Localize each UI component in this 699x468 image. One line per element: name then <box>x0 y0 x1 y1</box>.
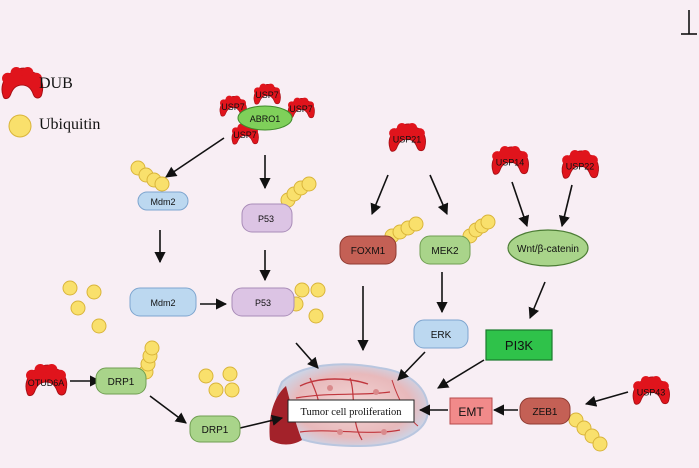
p53-mid-label: P53 <box>255 298 271 308</box>
arrows <box>70 137 629 429</box>
inhibition-symbol-icon <box>681 10 697 35</box>
mek2-label: MEK2 <box>431 246 459 257</box>
foxm1-label: FOXM1 <box>351 246 386 257</box>
free-ubiquitin-icon <box>310 282 326 298</box>
usp7-b-icon: USP7 <box>253 83 281 105</box>
usp22-label: USP22 <box>566 162 595 172</box>
ubiquitin-chain-icon <box>154 176 170 192</box>
usp7-b-label: USP7 <box>255 90 279 100</box>
arrow-usp43-to-zeb1 <box>584 391 629 407</box>
arrow-abro1-to-mdm2 <box>165 137 225 178</box>
p53-mid-node <box>231 287 295 317</box>
arrow-usp22-to-wnt <box>558 184 573 228</box>
usp43-icon: USP43 <box>632 376 670 405</box>
tumor-proliferation-box <box>287 399 415 423</box>
free-ubiquitin-icon <box>224 382 240 398</box>
legend-ubiquitin-label: Ubiquitin <box>39 116 100 133</box>
arrow-wnt-to-pi3k <box>528 281 546 320</box>
usp21-icon: USP21 <box>388 123 426 152</box>
free-ubiquitin-icon <box>294 282 310 298</box>
arrow-p53-to-proliferation <box>295 342 319 369</box>
free-ubiquitin-icon <box>222 366 238 382</box>
free-ubiquitin-icon <box>91 318 107 334</box>
erk-label: ERK <box>431 330 452 341</box>
dub-legend-icon <box>1 67 44 100</box>
p53-top-label: P53 <box>258 214 274 224</box>
arrow-drp1-to-proliferation <box>239 414 284 429</box>
mdm2-mid-node <box>129 287 197 317</box>
arrow-usp21-to-foxm1 <box>370 174 389 216</box>
arrow-pi3k-to-proliferation <box>437 359 485 389</box>
erk-node <box>413 319 469 349</box>
free-ubiquitin-icon <box>198 368 214 384</box>
free-ubiquitin-icon <box>86 284 102 300</box>
foxm1-node <box>339 235 397 265</box>
mdm2-top-label: Mdm2 <box>150 197 175 207</box>
ubiquitin-chain-icon <box>408 216 424 232</box>
arrow-usp21-to-mek2 <box>429 174 449 216</box>
mdm2-mid-label: Mdm2 <box>150 298 175 308</box>
free-ubiquitin-icon <box>208 382 224 398</box>
ubiquitin-legend-icon <box>8 114 32 138</box>
usp14-icon: USP14 <box>491 146 529 175</box>
usp7-c-label: USP7 <box>289 104 313 114</box>
pi3k-label: PI3K <box>505 338 534 353</box>
drp1-top-label: DRP1 <box>108 377 135 388</box>
ubiquitin-legend-icon <box>8 114 32 138</box>
drp1-top-node <box>95 367 147 395</box>
free-ubiquitin-icon <box>62 280 78 296</box>
emt-node <box>449 397 493 425</box>
mek2-node <box>419 235 471 265</box>
drp1-bottom-node <box>189 415 241 443</box>
emt-label: EMT <box>458 405 484 419</box>
drp1-bottom-label: DRP1 <box>202 425 229 436</box>
arrow-drp1-to-drp1 <box>149 395 187 424</box>
ubiquitin-chain-icon <box>592 436 608 452</box>
arrow-erk-to-proliferation <box>397 351 426 381</box>
free-ubiquitin-icon <box>308 308 324 324</box>
ubiquitin-chain-icon <box>301 176 317 192</box>
usp14-label: USP14 <box>496 158 525 168</box>
ubiquitin-chain-icon <box>144 340 160 356</box>
arrow-usp14-to-wnt <box>511 181 530 228</box>
zeb1-label: ZEB1 <box>532 407 557 418</box>
legend: DUB Ubiquitin <box>1 67 100 138</box>
usp21-label: USP21 <box>393 135 422 145</box>
otud6a-label: OTUD6A <box>28 378 65 388</box>
abro1-node <box>237 105 293 131</box>
dub-legend-icon <box>1 67 44 100</box>
free-ubiquitin-icon <box>70 300 86 316</box>
usp7-a-label: USP7 <box>221 102 245 112</box>
usp7-a-icon: USP7 <box>219 95 247 117</box>
usp22-icon: USP22 <box>561 150 599 179</box>
abro1-label: ABRO1 <box>250 114 281 124</box>
wnt-label: Wnt/β-catenin <box>517 244 579 255</box>
otud6a-icon: OTUD6A <box>25 364 68 397</box>
mdm2-top-node <box>137 191 189 211</box>
usp43-label: USP43 <box>637 388 666 398</box>
zeb1-node <box>519 397 571 425</box>
pi3k-node <box>485 329 553 361</box>
usp7-c-icon: USP7 <box>287 97 315 119</box>
tumor-proliferation-label: Tumor cell proliferation <box>300 407 402 418</box>
wnt-node <box>507 229 589 267</box>
nodes: ABRO1 Mdm2 P53 Mdm2 P53 FOXM1 MEK2 ERK W… <box>95 105 589 443</box>
legend-dub-label: DUB <box>39 75 73 92</box>
p53-top-node <box>241 203 293 233</box>
usp7-d-label: USP7 <box>233 130 257 140</box>
ubiquitin-chain-icon <box>480 214 496 230</box>
